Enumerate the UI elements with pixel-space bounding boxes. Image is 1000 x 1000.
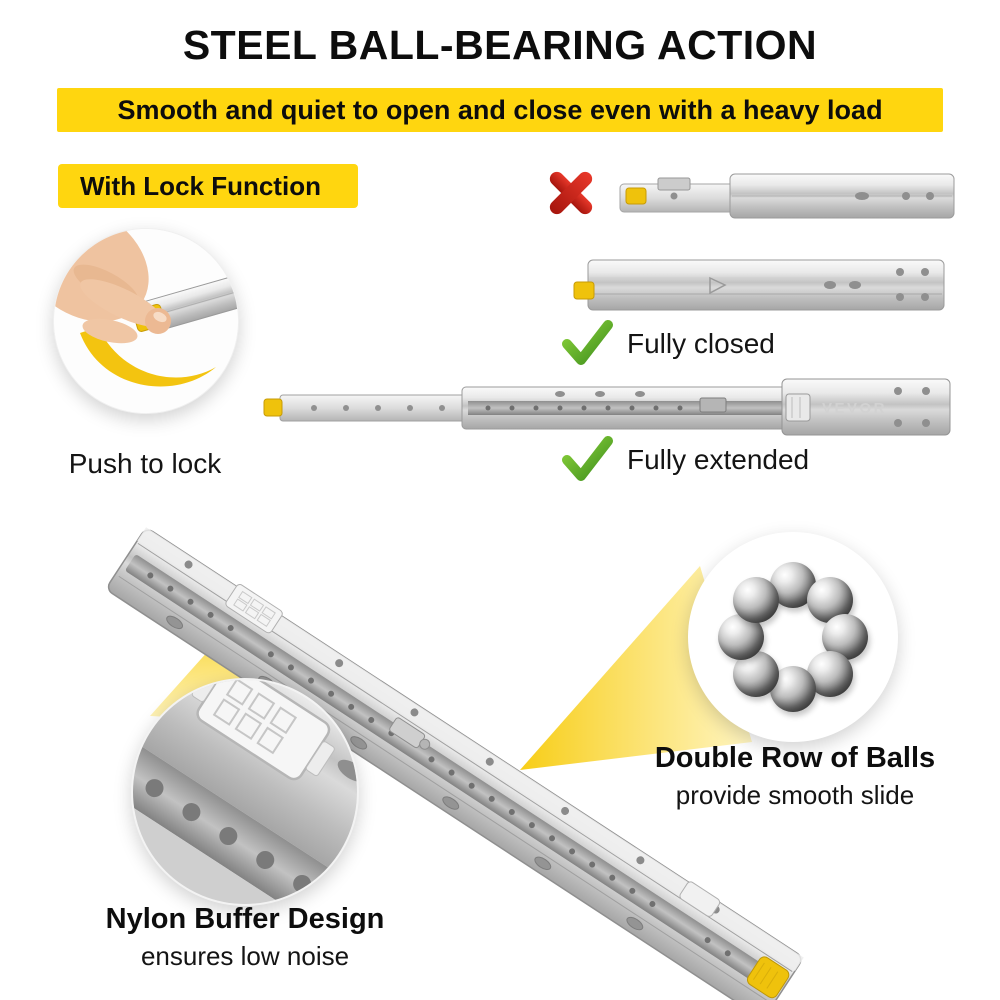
hand-pushing-lock-illustration: [54, 229, 238, 413]
yellow-swoosh-shape: [80, 327, 216, 387]
fully-extended-label: Fully extended: [627, 444, 810, 475]
subtitle-banner: Smooth and quiet to open and close even …: [57, 88, 943, 132]
lock-function-badge: With Lock Function: [58, 164, 358, 208]
nylon-buffer-closeup-illustration: [133, 680, 357, 904]
slide-partially-open-image: [619, 173, 955, 219]
balls-callout-title: Double Row of Balls: [654, 742, 936, 774]
push-to-lock-photo: [53, 228, 239, 414]
brand-watermark: VEVOR: [822, 400, 887, 417]
slide-fully-closed-image: [573, 259, 945, 311]
balls-callout-subtitle: provide smooth slide: [675, 780, 915, 810]
nylon-buffer-clip-icon: [679, 881, 721, 917]
page-title: STEEL BALL-BEARING ACTION: [182, 22, 818, 68]
nylon-buffer-photo: [131, 678, 359, 906]
slide-fully-extended-image: VEVOR: [263, 378, 951, 436]
fully-closed-label: Fully closed: [627, 328, 775, 359]
reject-x-icon: [549, 171, 593, 215]
check-icon-closed: [562, 320, 613, 365]
buffer-callout-title: Nylon Buffer Design: [105, 903, 385, 935]
lock-lever-icon: [573, 281, 595, 300]
ball-bearings-photo: [688, 532, 898, 742]
hand-icon: [54, 229, 171, 344]
steel-ball: [733, 577, 779, 623]
lock-lever-icon: [263, 398, 283, 417]
check-icon-extended: [562, 436, 613, 481]
lock-lever-icon: [625, 187, 647, 205]
push-to-lock-label: Push to lock: [68, 448, 222, 479]
yellow-end-cap-icon: [746, 956, 790, 999]
buffer-callout-subtitle: ensures low noise: [140, 941, 350, 971]
